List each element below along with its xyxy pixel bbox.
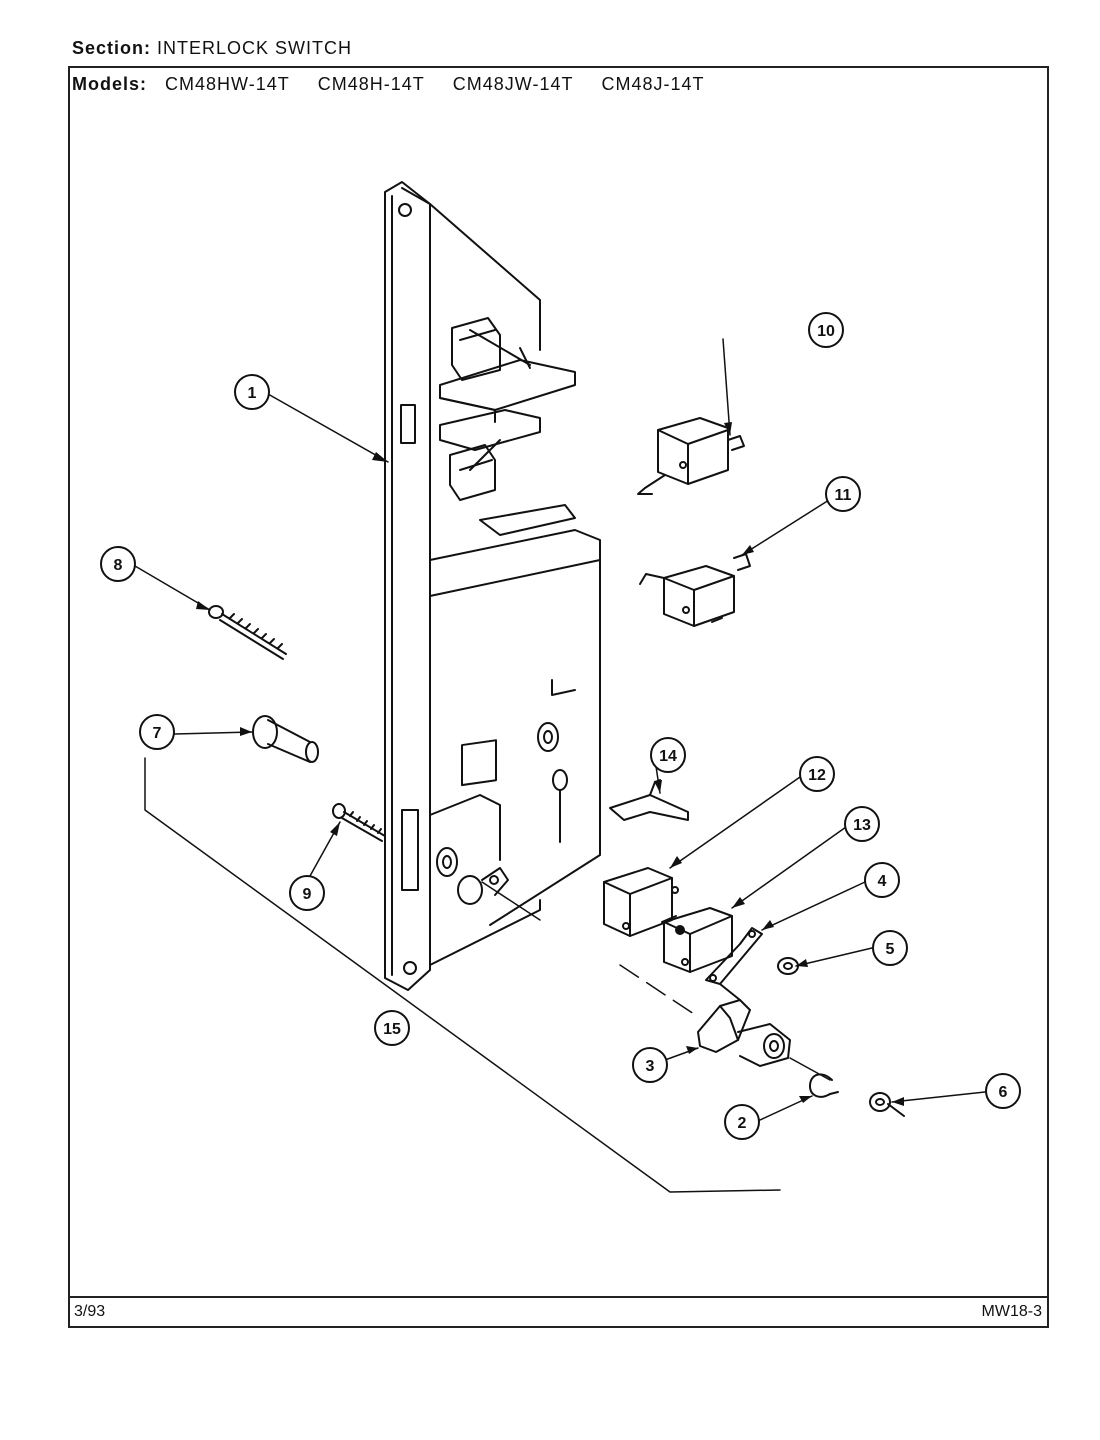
svg-text:6: 6 <box>999 1084 1008 1101</box>
svg-text:14: 14 <box>659 748 677 765</box>
callout-11: 11 <box>825 476 861 512</box>
callout-6: 6 <box>985 1073 1021 1109</box>
svg-text:12: 12 <box>808 767 826 784</box>
callout-7: 7 <box>139 714 175 750</box>
spring-clip-14 <box>609 779 689 821</box>
leader-lines <box>134 338 986 1121</box>
callouts: 1 10 11 8 7 14 12 13 <box>100 312 1021 1140</box>
nut-6 <box>869 1092 905 1117</box>
svg-text:1: 1 <box>248 385 257 402</box>
latch-lever-3 <box>697 983 791 1067</box>
callout-12: 12 <box>799 756 835 792</box>
callout-3: 3 <box>632 1047 668 1083</box>
section-name: INTERLOCK SWITCH <box>157 38 353 58</box>
model-4: CM48J-14T <box>601 74 705 94</box>
svg-text:13: 13 <box>853 817 871 834</box>
lever-4 <box>705 927 763 985</box>
callout-1: 1 <box>234 374 270 410</box>
svg-text:4: 4 <box>878 873 887 890</box>
callout-15: 15 <box>374 1010 410 1046</box>
models-label: Models: <box>72 74 148 94</box>
e-ring-2 <box>809 1073 839 1098</box>
screw-9 <box>332 803 386 842</box>
svg-text:15: 15 <box>383 1021 401 1038</box>
micro-switch-11 <box>639 553 751 627</box>
nut-5 <box>777 957 799 975</box>
callout-10: 10 <box>808 312 844 348</box>
model-3: CM48JW-14T <box>452 74 574 94</box>
section-title: Section: INTERLOCK SWITCH <box>72 38 352 59</box>
callout-13: 13 <box>844 806 880 842</box>
callout-5: 5 <box>872 930 908 966</box>
screw-8 <box>208 605 287 660</box>
arrowheads <box>196 422 904 1106</box>
model-2: CM48H-14T <box>317 74 425 94</box>
interlock-bracket <box>384 181 601 991</box>
callout-4: 4 <box>864 862 900 898</box>
svg-text:10: 10 <box>817 323 835 340</box>
svg-text:9: 9 <box>303 886 312 903</box>
models-line: Models: CM48HW-14T CM48H-14T CM48JW-14T … <box>72 74 727 95</box>
svg-text:5: 5 <box>886 941 895 958</box>
footer-separator <box>68 1296 1049 1298</box>
footer-date: 3/93 <box>74 1303 106 1320</box>
callout-9: 9 <box>289 875 325 911</box>
svg-text:11: 11 <box>835 487 852 504</box>
svg-text:7: 7 <box>153 725 162 742</box>
callout-2: 2 <box>724 1104 760 1140</box>
callout-14: 14 <box>650 737 686 773</box>
svg-text:3: 3 <box>646 1058 655 1075</box>
model-1: CM48HW-14T <box>165 74 290 94</box>
pin-7 <box>252 715 319 763</box>
micro-switch-13 <box>663 907 733 973</box>
section-label: Section: <box>72 38 152 58</box>
diagram-frame <box>68 66 1049 1328</box>
svg-text:8: 8 <box>114 557 123 574</box>
footer-page-code: MW18-3 <box>981 1303 1042 1320</box>
micro-switch-10 <box>637 417 745 495</box>
micro-switch-12 <box>603 867 679 937</box>
callout-8: 8 <box>100 546 136 582</box>
svg-text:2: 2 <box>738 1115 747 1132</box>
